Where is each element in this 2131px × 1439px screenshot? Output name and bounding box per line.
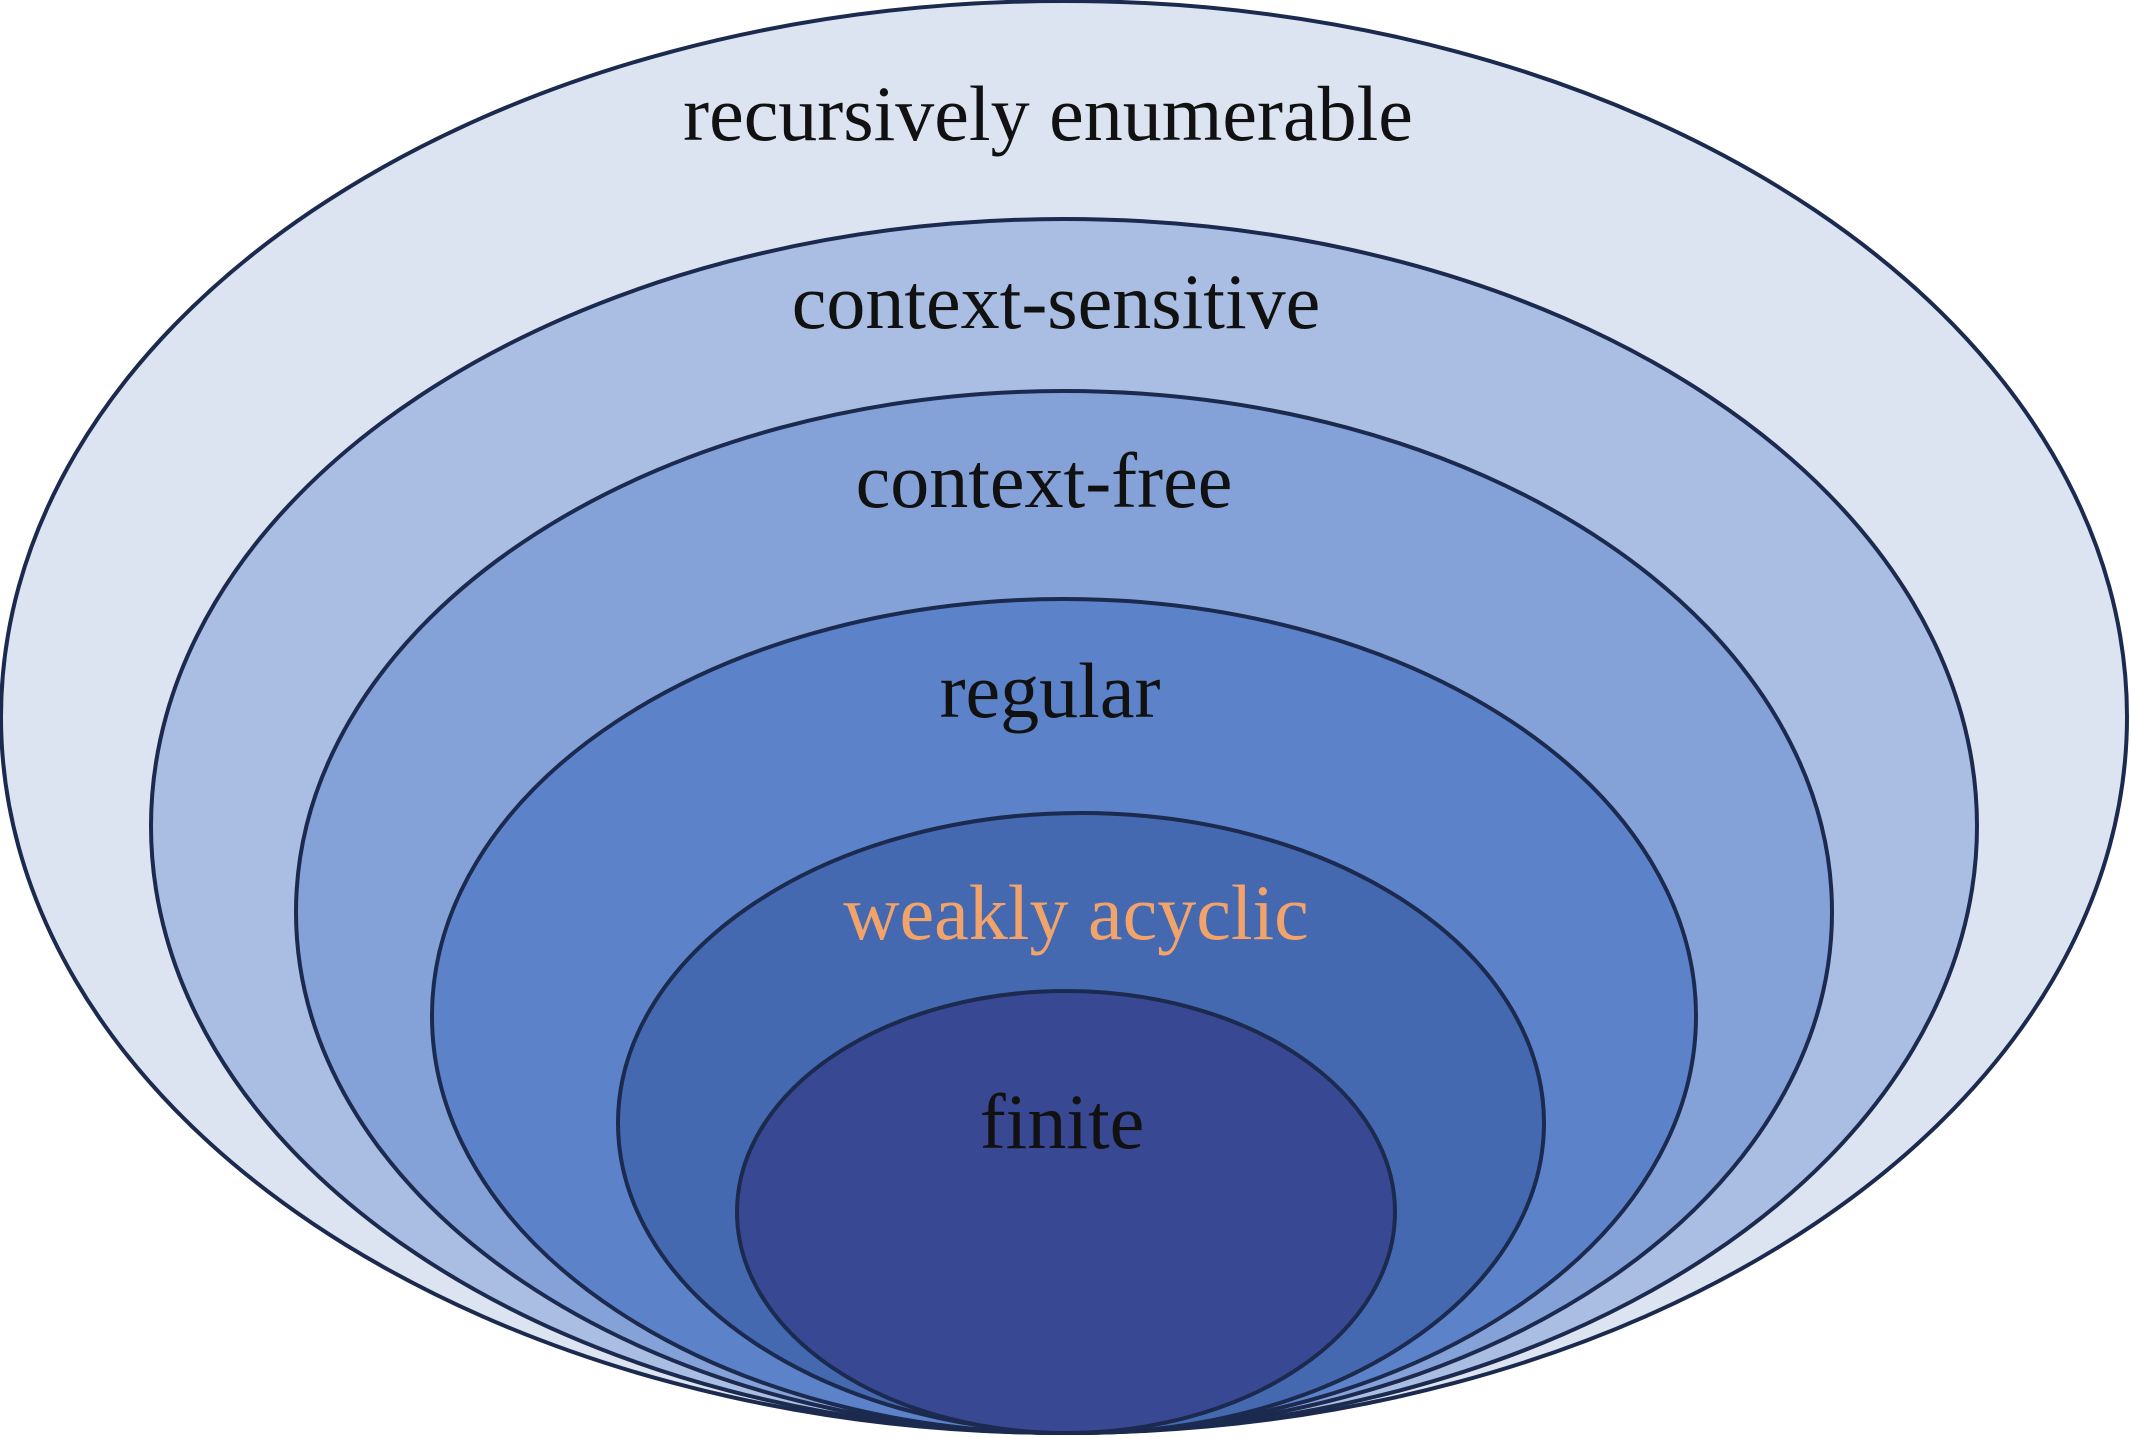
label-finite: finite: [980, 1078, 1145, 1165]
label-recursively-enumerable: recursively enumerable: [683, 70, 1413, 157]
label-context-sensitive: context-sensitive: [792, 258, 1321, 345]
label-regular: regular: [940, 647, 1161, 734]
label-context-free: context-free: [856, 437, 1233, 524]
ellipse-finite: [735, 989, 1397, 1435]
label-weakly-acyclic: weakly acyclic: [843, 869, 1309, 956]
